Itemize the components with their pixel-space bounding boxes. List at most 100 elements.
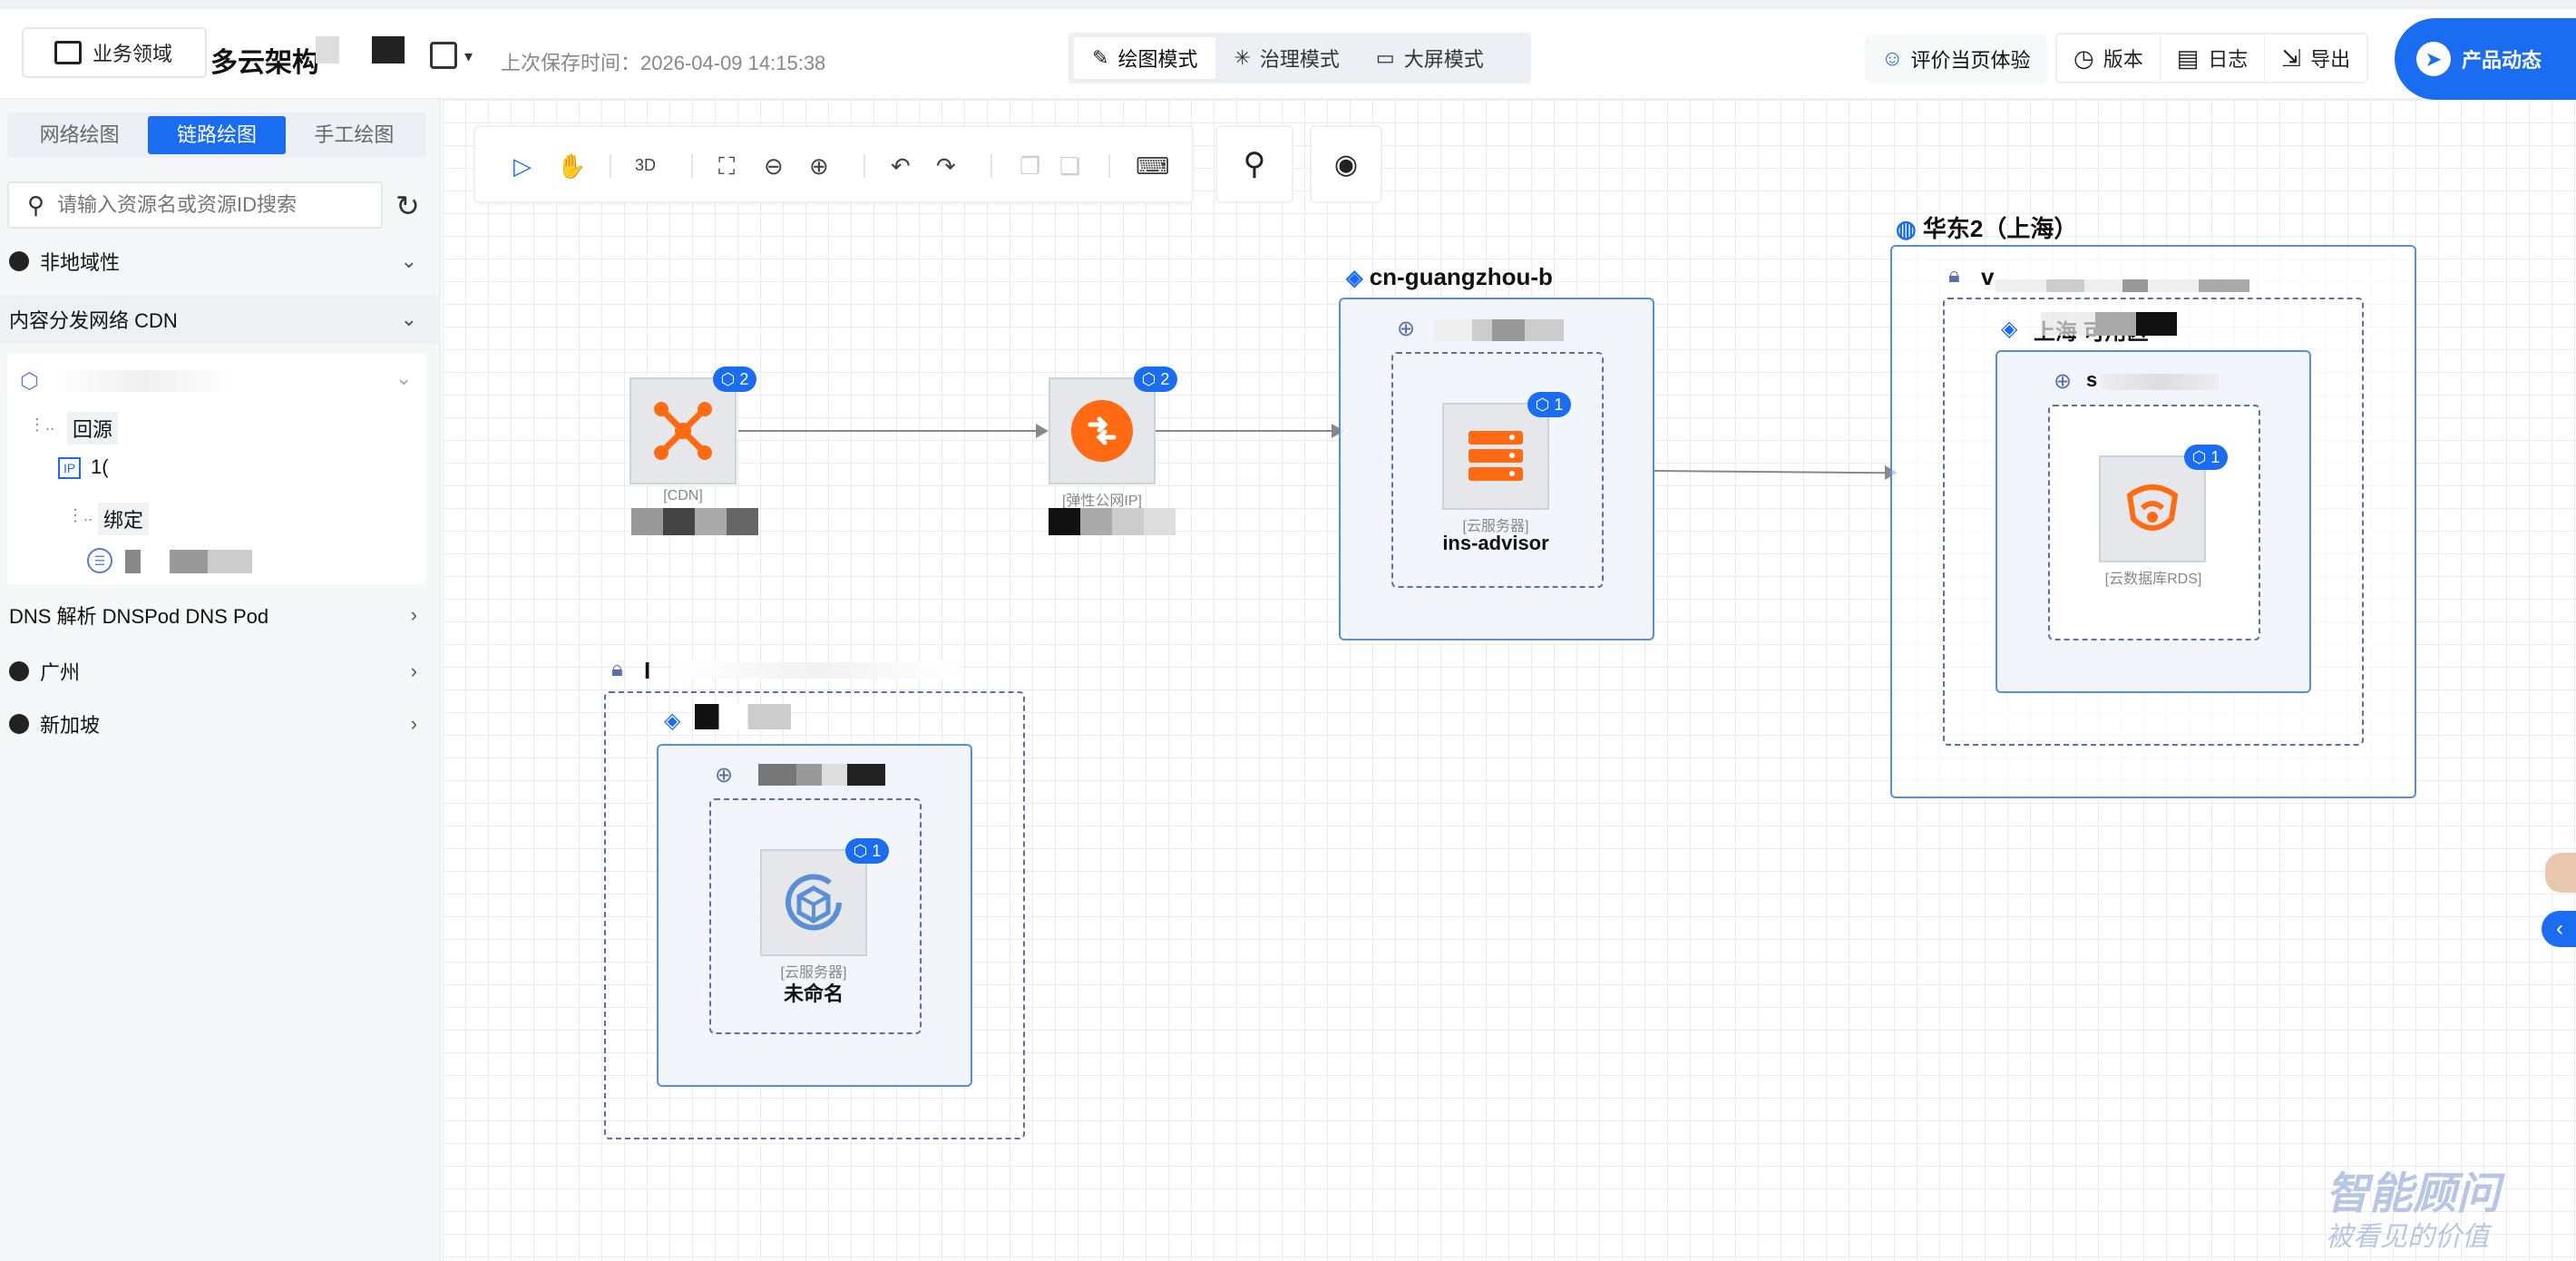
server-icon (1469, 431, 1523, 481)
canvas-search-icon[interactable]: ⚲ (1215, 125, 1293, 203)
tree-connector: ⋮.. (29, 415, 55, 434)
resource-search-input[interactable] (57, 193, 357, 217)
mode-draw-button[interactable]: ✎ 绘图模式 (1074, 37, 1216, 79)
redacted-title-part (316, 36, 339, 64)
vpc-sh-frame[interactable] (1943, 298, 2364, 746)
save-icon[interactable] (430, 42, 457, 69)
rate-experience-button[interactable]: ☺ 评价当页体验 (1865, 34, 2047, 83)
product-news-button[interactable]: ➤ 产品动态 (2395, 18, 2576, 100)
subnet-left-frame[interactable] (709, 798, 922, 1034)
export-icon: ⇲ (2281, 44, 2302, 72)
log-label: 日志 (2208, 48, 2249, 71)
export-label: 导出 (2310, 48, 2351, 71)
vpc-globe-icon: ⊕ (2054, 369, 2073, 394)
assistant-avatar[interactable] (2545, 853, 2576, 893)
globe-icon (9, 251, 29, 271)
fit-screen-icon[interactable]: ⛶ (718, 152, 736, 180)
section-guangzhou[interactable]: 广州 › (0, 648, 439, 695)
cdn-type-label: [CDN] (663, 488, 703, 503)
redo-icon[interactable]: ↷ (936, 152, 956, 180)
section-singapore-label: 新加坡 (40, 714, 101, 737)
section-cdn[interactable]: 内容分发网络 CDN ⌄ (0, 296, 439, 343)
section-non-region[interactable]: 非地域性 ⌄ (0, 238, 439, 285)
tab-link-draw[interactable]: 链路绘图 (148, 116, 286, 154)
cvm2-type-label: [云服务器] (780, 965, 847, 981)
3d-view-icon[interactable]: 3D (635, 156, 657, 174)
chevron-down-icon[interactable]: ⌄ (395, 367, 413, 389)
section-non-region-label: 非地域性 (40, 251, 121, 274)
cvm2-count-value: 1 (872, 841, 882, 860)
redacted-vpc-sh (1995, 279, 2249, 292)
cdn-icon (654, 402, 712, 460)
section-guangzhou-label: 广州 (40, 661, 81, 684)
rds-count-badge: ⬡ 1 (2184, 445, 2228, 470)
sidebar-tabs: 网络绘图 链路绘图 手工绘图 (7, 112, 426, 158)
search-icon: ⚲ (27, 191, 45, 219)
keyboard-icon[interactable]: ⌨ (1136, 152, 1170, 180)
zone-icon: ◈ (664, 709, 681, 733)
region-sh-text: 华东2（上海） (1922, 215, 2078, 242)
vpc-left-frame[interactable] (604, 691, 1025, 1139)
edge-eip-zone (1156, 430, 1333, 432)
rds-node[interactable] (2099, 455, 2206, 562)
business-domain-button[interactable]: 业务领域 (22, 27, 208, 78)
version-button[interactable]: ◷ 版本 (2057, 34, 2161, 82)
collapse-panel-icon[interactable]: ‹ (2542, 911, 2576, 947)
zone-icon: ◈ (2001, 317, 2018, 341)
vpc-globe-icon: ⊕ (715, 763, 734, 787)
chevron-right-icon: › (410, 603, 417, 626)
tree-item-bind[interactable]: 绑定 (98, 503, 150, 535)
zone-gz-text: cn-guangzhou-b (1369, 263, 1553, 290)
tree-item-origin[interactable]: 回源 (67, 412, 119, 445)
tab-network-draw[interactable]: 网络绘图 (39, 123, 120, 146)
log-button[interactable]: ▤ 日志 (2161, 34, 2266, 82)
refresh-icon[interactable]: ↻ (395, 190, 420, 222)
cdn-count-badge: ⬡ 2 (713, 367, 756, 392)
mode-bigscreen-button[interactable]: ▭ 大屏模式 (1358, 37, 1502, 79)
cdn-node-icon: ⬡ (20, 369, 39, 394)
compass-icon: ➤ (2416, 42, 2451, 76)
edge-cdn-eip (738, 430, 1038, 432)
redacted-resource-name (125, 550, 252, 573)
sidebar: 网络绘图 链路绘图 手工绘图 ⚲ ↻ 非地域性 ⌄ 内容分发网络 CDN ⌄ ⬡… (0, 100, 441, 1261)
view-toggle-icon[interactable]: ◉ (1310, 125, 1382, 203)
hand-tool-icon[interactable]: ✋ (557, 152, 587, 180)
app-title: 多云架构 (210, 48, 319, 78)
vpc-lock-icon: 🔒︎ (611, 657, 623, 681)
paste-icon[interactable]: ❏ (1059, 152, 1081, 180)
tree-item-ip[interactable]: 1( (91, 455, 109, 478)
zone-gz-label: ◈ cn-guangzhou-b (1346, 263, 1553, 291)
redacted-zone-sh (2041, 312, 2177, 336)
version-label: 版本 (2103, 48, 2143, 71)
mode-govern-label: 治理模式 (1259, 48, 1340, 71)
eip-count-badge: ⬡ 2 (1134, 367, 1177, 392)
section-singapore[interactable]: 新加坡 › (0, 700, 439, 748)
region-sh-label: ◍ 华东2（上海） (1896, 210, 2077, 244)
select-tool-icon[interactable]: ▷ (513, 152, 532, 180)
subnet-gz-frame[interactable] (1391, 352, 1604, 588)
eip-icon (1071, 400, 1133, 462)
database-icon (2126, 484, 2179, 531)
globe-icon (9, 714, 29, 734)
eip-count-value: 2 (1160, 369, 1170, 388)
eip-node[interactable] (1049, 377, 1156, 484)
document-icon: ▤ (2176, 44, 2200, 72)
mode-draw-label: 绘图模式 (1117, 48, 1198, 71)
rds-count-value: 1 (2210, 447, 2220, 466)
vpc-globe-icon: ⊕ (1397, 317, 1416, 341)
copy-icon[interactable]: ❐ (1020, 152, 1041, 180)
mode-govern-button[interactable]: ✳ 治理模式 (1215, 37, 1357, 79)
resource-search: ⚲ (7, 181, 383, 229)
cvm1-node[interactable] (1442, 403, 1549, 510)
toolbar-divider (691, 154, 693, 178)
zoom-in-icon[interactable]: ⊕ (809, 152, 829, 180)
rate-experience-label: 评价当页体验 (1910, 49, 2031, 72)
cvm2-node[interactable] (760, 849, 867, 956)
undo-icon[interactable]: ↶ (891, 152, 911, 180)
cdn-node[interactable] (629, 377, 737, 484)
zoom-out-icon[interactable]: ⊖ (764, 152, 784, 180)
tab-manual-draw[interactable]: 手工绘图 (314, 123, 395, 146)
export-button[interactable]: ⇲ 导出 (2265, 34, 2366, 82)
section-dns[interactable]: DNS 解析 DNSPod DNS Pod › (0, 591, 439, 639)
save-dropdown-icon[interactable]: ▾ (464, 47, 473, 65)
